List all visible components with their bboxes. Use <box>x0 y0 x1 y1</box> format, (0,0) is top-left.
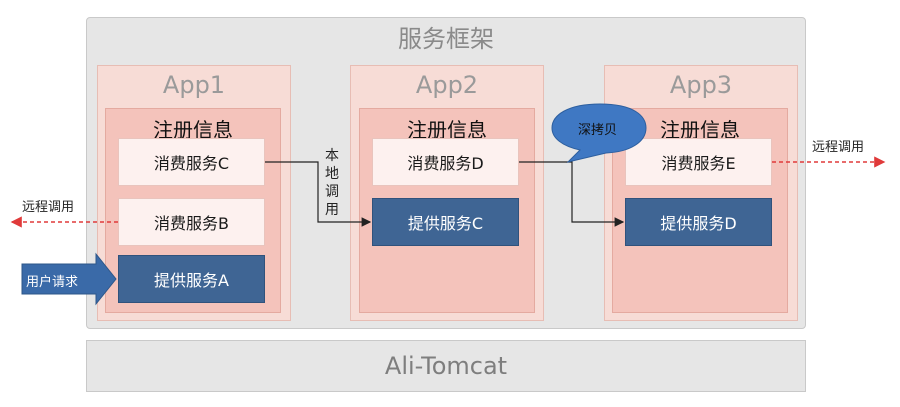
remote-call-right-label: 远程调用 <box>812 140 865 155</box>
app1-consumer-service-b: 消费服务B <box>118 198 265 246</box>
app2-provider-service-c: 提供服务C <box>372 198 519 246</box>
app2-title: App2 <box>415 71 479 99</box>
app2-consumer-service-d: 消费服务D <box>372 138 519 186</box>
remote-call-left-label: 远程调用 <box>22 200 75 215</box>
service-framework-title: 服务框架 <box>398 25 494 53</box>
app1-consumer-service-c: 消费服务C <box>118 138 265 186</box>
user-request-arrow <box>21 252 117 306</box>
deep-copy-arrow <box>519 161 625 227</box>
app3-consumer-service-e: 消费服务E <box>625 138 772 186</box>
local-call-arrow <box>265 161 372 227</box>
local-call-char-2: 地 <box>325 166 339 182</box>
deep-copy-bubble <box>551 103 647 163</box>
app1-provider-service-a: 提供服务A <box>118 255 265 303</box>
local-call-char-3: 调 <box>325 184 339 200</box>
app3-title: App3 <box>669 71 733 99</box>
app1-title: App1 <box>162 71 226 99</box>
app3-provider-service-d: 提供服务D <box>625 198 772 246</box>
local-call-char-1: 本 <box>325 148 339 164</box>
deep-copy-label: 深拷贝 <box>578 123 618 138</box>
ali-tomcat-container: Ali-Tomcat <box>86 340 806 392</box>
local-call-label: 本 地 调 用 <box>323 147 341 219</box>
local-call-char-4: 用 <box>325 202 339 218</box>
user-request-label: 用户请求 <box>26 275 79 290</box>
